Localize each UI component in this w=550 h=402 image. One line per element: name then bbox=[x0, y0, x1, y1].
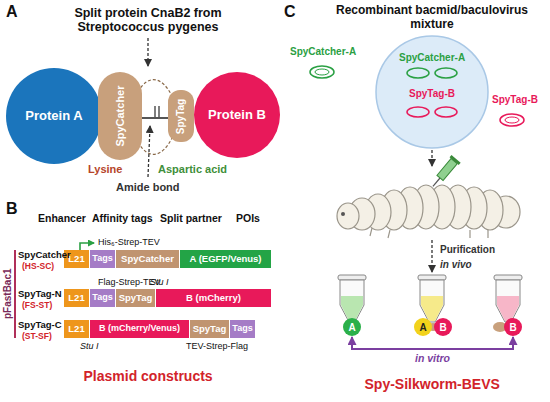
plasmid bbox=[505, 117, 519, 123]
node-text: L21 bbox=[68, 324, 84, 334]
plasmid bbox=[310, 66, 334, 78]
pointer-arrow bbox=[148, 126, 150, 177]
construct-name: SpyTag-N bbox=[18, 289, 62, 300]
construct-code: (FS-ST) bbox=[22, 301, 52, 311]
node-text: SpyTag bbox=[119, 293, 153, 303]
panel-caption: Plasmid constructs bbox=[84, 368, 213, 384]
plasmid bbox=[500, 114, 524, 126]
panel-letter: A bbox=[6, 3, 18, 21]
node-text: B (mCherry/Venus) bbox=[99, 324, 180, 334]
node-text: A (EGFP/Venus) bbox=[190, 254, 262, 264]
plasmid bbox=[435, 68, 457, 78]
plasmid-label: SpyCatcher-A bbox=[399, 52, 465, 64]
plasmid-label: SpyTag-B bbox=[492, 94, 538, 106]
site-label: Stu I bbox=[150, 277, 169, 287]
panel-heading: Recombinant bacmid/baculovirus mixture bbox=[327, 4, 537, 32]
column-header: Split partner bbox=[160, 212, 222, 224]
split-partner-shape: SpyTag bbox=[168, 90, 194, 142]
plasmid bbox=[435, 107, 457, 117]
pointer-arrow bbox=[431, 240, 432, 272]
panel-letter: B bbox=[6, 200, 18, 218]
construct-segment: B (mCherry) bbox=[156, 289, 272, 307]
site-label: Stu I bbox=[80, 341, 99, 351]
node-text: B bbox=[439, 322, 446, 333]
protein-circle: Protein A bbox=[6, 68, 102, 164]
vector-bracket bbox=[14, 250, 16, 338]
column-header: Enhancer bbox=[38, 212, 86, 224]
construct-segment: A (EGFP/Venus) bbox=[180, 250, 272, 268]
construct-segment: SpyTag bbox=[190, 320, 230, 338]
carbonyl bbox=[154, 106, 156, 118]
carbonyl bbox=[158, 106, 160, 118]
protein-circle: Protein B bbox=[194, 72, 280, 158]
silkworm bbox=[337, 185, 520, 238]
construct-segment: Tags bbox=[90, 289, 116, 307]
panel-a-art bbox=[138, 38, 172, 177]
plasmid bbox=[407, 107, 429, 117]
construct-name: SpyTag-C bbox=[18, 320, 62, 331]
node-text: L21 bbox=[68, 293, 84, 303]
node-text: Protein A bbox=[25, 109, 82, 123]
plasmid-label: SpyTag-B bbox=[409, 88, 455, 100]
construct-segment: Tags bbox=[230, 320, 256, 338]
panel-caption: Spy-Silkworm-BEVS bbox=[365, 376, 500, 392]
panel-letter: C bbox=[284, 3, 296, 21]
protein-dot: B bbox=[504, 318, 522, 336]
plasmid bbox=[407, 68, 429, 78]
tube bbox=[418, 275, 446, 322]
construct-code: (ST-SF) bbox=[22, 332, 52, 342]
construct-segment: SpyCatcher bbox=[116, 250, 180, 268]
column-header: POIs bbox=[236, 212, 260, 224]
protein-dot: A bbox=[343, 318, 361, 336]
dashed-loop bbox=[138, 80, 172, 96]
process-arrow bbox=[352, 337, 513, 349]
node-text: B (mCherry) bbox=[186, 293, 241, 303]
tube bbox=[338, 275, 366, 322]
construct-name: SpyCatcher bbox=[18, 250, 71, 261]
panel-c-art bbox=[310, 36, 524, 332]
plasmid-label: SpyCatcher-A bbox=[290, 46, 356, 58]
tag-label: TEV-Strep-Flag bbox=[186, 341, 248, 351]
split-partner-shape: SpyCatcher bbox=[98, 72, 142, 160]
node-text: Tags bbox=[92, 254, 112, 264]
protein-dot: B bbox=[434, 318, 452, 336]
plasmid bbox=[315, 69, 329, 75]
tube bbox=[494, 275, 522, 322]
node-text: SpyCatcher bbox=[114, 85, 126, 146]
residue-label: Aspartic acid bbox=[158, 163, 227, 176]
tag-label: His₆-Strep-TEV bbox=[98, 237, 160, 247]
pointer-arrow bbox=[431, 150, 432, 166]
promoter-arrow bbox=[80, 243, 94, 250]
node-text: Tags bbox=[92, 293, 112, 303]
column-header: Affinity tags bbox=[92, 212, 153, 224]
residue-label: Lysine bbox=[88, 163, 122, 176]
construct-segment: B (mCherry/Venus) bbox=[90, 320, 190, 338]
panel-b-art bbox=[15, 243, 94, 338]
node-text: SpyTag bbox=[176, 98, 187, 133]
node-text: A bbox=[348, 322, 355, 333]
node-text: Tags bbox=[232, 324, 252, 334]
node-text: SpyTag bbox=[193, 324, 227, 334]
node-text: A bbox=[419, 322, 426, 333]
step-label: Purification bbox=[440, 244, 495, 256]
dashed-loop bbox=[138, 138, 172, 154]
node-text: Protein B bbox=[208, 108, 266, 122]
bond-label: Amide bond bbox=[116, 181, 180, 194]
edge-label: in vitro bbox=[413, 352, 452, 364]
construct-segment: Tags bbox=[90, 250, 116, 268]
construct-segment: L21 bbox=[64, 320, 90, 338]
protein-dot: A bbox=[414, 318, 432, 336]
vector-name: pFastBac1 bbox=[1, 268, 13, 319]
construct-code: (HS-SC) bbox=[22, 262, 54, 272]
step-label: in vivo bbox=[440, 259, 472, 271]
panel-heading: Split protein CnaB2 from Streptococcus p… bbox=[58, 6, 238, 35]
mixture-bubble bbox=[376, 36, 488, 148]
node-text: SpyCatcher bbox=[121, 254, 174, 264]
pointer-arrow bbox=[147, 38, 148, 66]
node-text: B bbox=[509, 322, 516, 333]
construct-segment: L21 bbox=[64, 289, 90, 307]
construct-segment: SpyTag bbox=[116, 289, 156, 307]
